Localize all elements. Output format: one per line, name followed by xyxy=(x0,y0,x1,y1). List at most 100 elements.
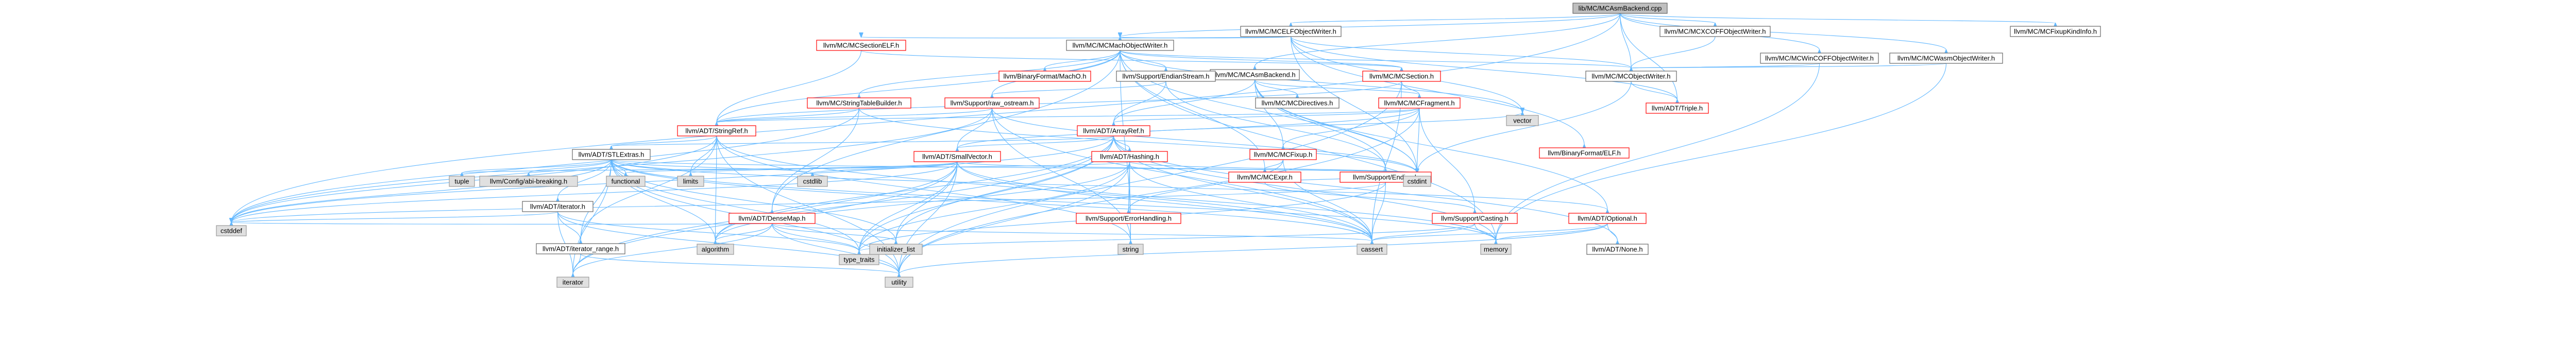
node-objwriter[interactable]: llvm/MC/MCObjectWriter.h xyxy=(1585,71,1677,82)
node-stlextras[interactable]: llvm/ADT/STLExtras.h xyxy=(572,149,651,160)
node-label: llvm/BinaryFormat/MachO.h xyxy=(1003,73,1086,80)
node-box xyxy=(1432,213,1518,224)
node-label: llvm/MC/MCDirectives.h xyxy=(1262,99,1333,107)
node-box xyxy=(807,97,911,109)
node-cstddef: cstddef xyxy=(216,225,247,236)
node-wasm[interactable]: llvm/MC/MCWasmObjectWriter.h xyxy=(1889,53,2003,64)
node-label: cstdint xyxy=(1408,178,1427,185)
node-label: llvm/ADT/STLExtras.h xyxy=(579,151,645,159)
include-edge xyxy=(771,223,1372,241)
include-edge xyxy=(717,108,993,123)
node-mcfixup[interactable]: llvm/MC/MCFixup.h xyxy=(1249,149,1317,160)
include-edge xyxy=(899,223,1608,274)
include-edge xyxy=(231,211,558,222)
node-triple[interactable]: llvm/ADT/Triple.h xyxy=(1646,102,1709,114)
include-edge xyxy=(1290,36,1677,100)
node-fragment[interactable]: llvm/MC/MCFragment.h xyxy=(1378,97,1461,109)
node-none[interactable]: llvm/ADT/None.h xyxy=(1586,244,1649,255)
include-edge xyxy=(612,135,717,146)
include-edge xyxy=(1631,36,1716,68)
node-asmbackend[interactable]: llvm/MC/MCAsmBackend.h xyxy=(1210,69,1300,80)
node-mcexpr[interactable]: llvm/MC/MCExpr.h xyxy=(1228,172,1301,183)
node-label: llvm/Support/EndianStream.h xyxy=(1122,73,1209,80)
node-algorithm: algorithm xyxy=(697,244,734,255)
include-edge xyxy=(557,211,573,274)
node-iterrange[interactable]: llvm/ADT/iterator_range.h xyxy=(536,243,625,254)
include-edge xyxy=(1120,50,1631,68)
node-endianstream[interactable]: llvm/Support/EndianStream.h xyxy=(1116,71,1216,82)
node-vector: vector xyxy=(1506,115,1539,126)
node-label: llvm/Support/raw_ostream.h xyxy=(951,99,1034,107)
node-optional[interactable]: llvm/ADT/Optional.h xyxy=(1568,213,1647,224)
node-arrayref[interactable]: llvm/ADT/ArrayRef.h xyxy=(1077,125,1150,136)
include-edge xyxy=(860,50,1402,68)
node-label: iterator xyxy=(563,279,584,286)
include-edge xyxy=(611,159,716,241)
include-edge xyxy=(717,81,1402,123)
node-mcsection[interactable]: llvm/MC/MCSection.h xyxy=(1362,71,1441,82)
node-box xyxy=(1076,213,1181,224)
include-edge xyxy=(611,159,1496,241)
node-wincoff[interactable]: llvm/MC/MCWinCOFFObjectWriter.h xyxy=(1760,53,1879,64)
node-box xyxy=(1760,53,1879,64)
node-box xyxy=(1116,71,1216,82)
node-box xyxy=(2010,26,2101,37)
node-stringref[interactable]: llvm/ADT/StringRef.h xyxy=(677,125,756,136)
node-label: llvm/MC/MCMachObjectWriter.h xyxy=(1073,42,1168,49)
node-rawostream[interactable]: llvm/Support/raw_ostream.h xyxy=(944,97,1040,109)
include-edge xyxy=(1619,13,2056,23)
node-strtab[interactable]: llvm/MC/StringTableBuilder.h xyxy=(807,97,911,109)
node-densemap[interactable]: llvm/ADT/DenseMap.h xyxy=(728,213,816,224)
node-xcoff[interactable]: llvm/MC/MCXCOFFObjectWriter.h xyxy=(1659,26,1771,37)
node-elfobj[interactable]: llvm/MC/MCELFObjectWriter.h xyxy=(1240,26,1342,37)
include-edge xyxy=(573,159,612,274)
node-box xyxy=(1091,151,1168,162)
include-edge xyxy=(231,13,1621,222)
node-directives[interactable]: llvm/MC/MCDirectives.h xyxy=(1255,97,1340,109)
include-edge xyxy=(771,223,859,251)
node-label: llvm/ADT/ArrayRef.h xyxy=(1083,127,1144,135)
node-smallvector[interactable]: llvm/ADT/SmallVector.h xyxy=(913,151,1001,162)
include-edge xyxy=(1045,50,1121,68)
node-macho[interactable]: llvm/MC/MCMachObjectWriter.h xyxy=(1066,40,1174,51)
node-box xyxy=(216,225,247,236)
include-edge xyxy=(716,161,958,241)
node-label: llvm/Support/Casting.h xyxy=(1441,215,1509,222)
node-bfelf[interactable]: llvm/BinaryFormat/ELF.h xyxy=(1539,147,1630,159)
include-edge xyxy=(1417,81,1632,173)
node-label: llvm/MC/MCObjectWriter.h xyxy=(1592,73,1671,80)
node-casting[interactable]: llvm/Support/Casting.h xyxy=(1432,213,1518,224)
include-edge xyxy=(231,108,860,222)
include-edge xyxy=(957,161,1417,173)
node-box xyxy=(677,125,756,136)
node-errorhandling[interactable]: llvm/Support/ErrorHandling.h xyxy=(1076,213,1181,224)
include-edge xyxy=(812,161,958,173)
node-iteratorh[interactable]: llvm/ADT/iterator.h xyxy=(522,201,594,212)
node-label: utility xyxy=(891,279,907,286)
include-edge xyxy=(573,223,773,274)
include-edge xyxy=(717,50,862,123)
include-edge xyxy=(1130,161,1131,241)
node-box xyxy=(1403,176,1431,187)
node-box xyxy=(1066,40,1174,51)
node-root: lib/MC/MCAsmBackend.cpp xyxy=(1572,3,1668,14)
node-hashing[interactable]: llvm/ADT/Hashing.h xyxy=(1091,151,1168,162)
include-edge xyxy=(1607,223,1618,241)
include-edge xyxy=(529,159,612,173)
include-edge xyxy=(899,81,1402,274)
node-label: memory xyxy=(1484,246,1508,253)
node-box xyxy=(1889,53,2003,64)
node-label: llvm/MC/MCFixup.h xyxy=(1254,151,1312,159)
node-bfmacho[interactable]: llvm/BinaryFormat/MachO.h xyxy=(998,71,1091,82)
include-edge xyxy=(1619,13,1677,100)
include-edge xyxy=(1631,81,1677,100)
node-sectionelf[interactable]: llvm/MC/MCSectionELF.h xyxy=(816,40,906,51)
node-functional: functional xyxy=(606,176,646,187)
node-label: llvm/MC/MCExpr.h xyxy=(1237,174,1293,181)
node-label: llvm/ADT/DenseMap.h xyxy=(738,215,805,222)
include-edge xyxy=(691,135,717,173)
include-edge xyxy=(716,135,717,241)
node-fixupkind[interactable]: llvm/MC/MCFixupKindInfo.h xyxy=(2010,26,2101,37)
include-edge xyxy=(717,50,1121,123)
node-box xyxy=(677,176,704,187)
